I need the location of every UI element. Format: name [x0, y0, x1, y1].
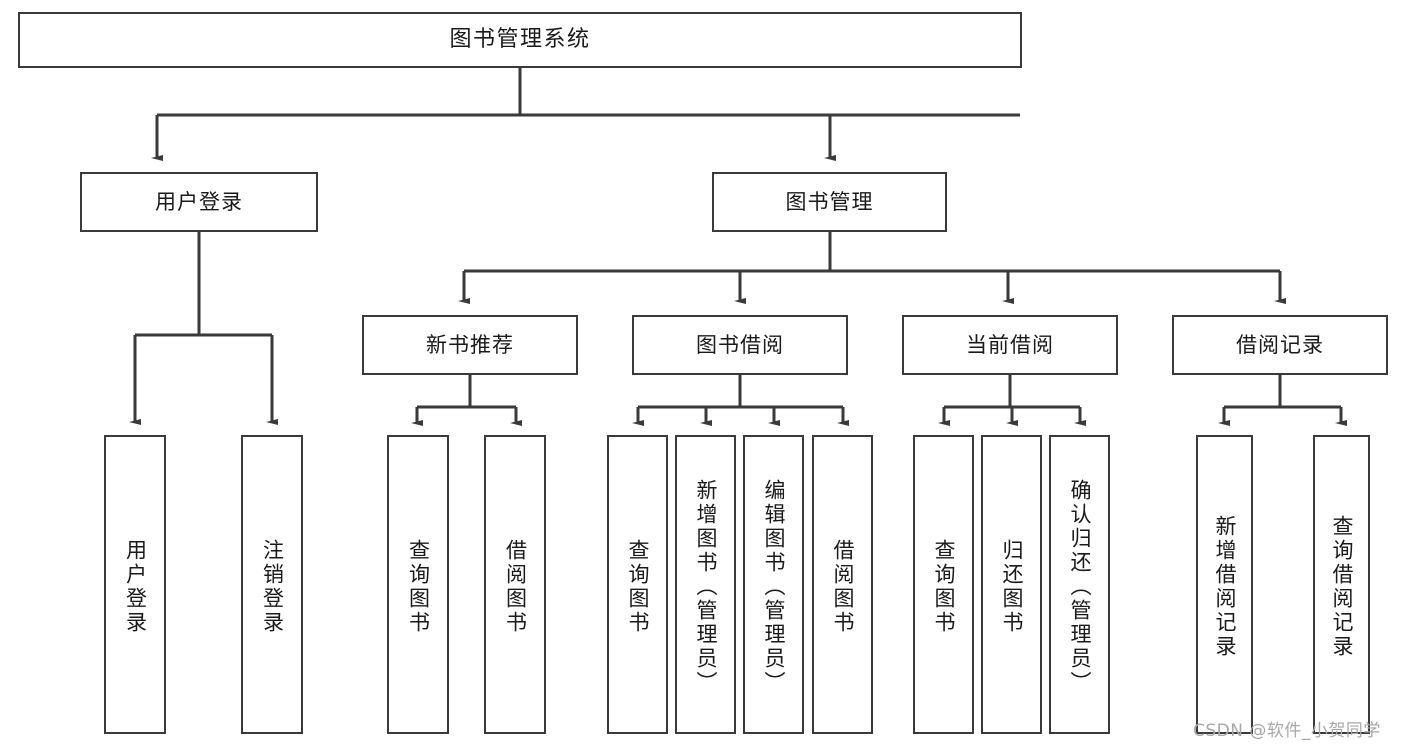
edges-borrow-record-to-leaves [1218, 375, 1347, 426]
node-new-book-recommend-label: 新书推荐 [426, 332, 514, 357]
node-leaf-borrow-book-2[interactable]: 借阅图书 [812, 435, 873, 734]
node-user-login-label: 用户登录 [155, 189, 243, 214]
node-leaf-confirm-return[interactable]: 确认归还（管理员） [1049, 435, 1110, 734]
node-borrow-record[interactable]: 借阅记录 [1172, 315, 1388, 375]
node-leaf-query-book-3-label: 查询图书 [932, 538, 956, 635]
node-leaf-user-login-label: 用户登录 [123, 538, 148, 635]
node-leaf-query-book-3[interactable]: 查询图书 [913, 435, 974, 734]
edges-current-borrow-to-leaves [938, 375, 1086, 426]
node-leaf-borrow-book-1[interactable]: 借阅图书 [484, 435, 546, 734]
node-leaf-return-book-label: 归还图书 [1000, 538, 1024, 635]
node-leaf-edit-book[interactable]: 编辑图书（管理员） [743, 435, 804, 734]
node-leaf-query-record[interactable]: 查询借阅记录 [1313, 435, 1370, 734]
node-root-system-label: 图书管理系统 [449, 27, 591, 52]
csdn-watermark: CSDN @软件_小贺同学 [1193, 721, 1381, 741]
edges-book-borrow-to-leaves [632, 375, 849, 426]
node-leaf-query-book-2-label: 查询图书 [626, 538, 650, 635]
node-leaf-edit-book-label: 编辑图书（管理员） [762, 478, 786, 695]
node-book-borrow-label: 图书借阅 [696, 332, 784, 357]
node-current-borrow[interactable]: 当前借阅 [902, 315, 1118, 375]
node-leaf-add-record[interactable]: 新增借阅记录 [1196, 435, 1253, 734]
edges-user-login-to-leaves [129, 232, 278, 425]
node-leaf-query-book-1-label: 查询图书 [406, 538, 431, 635]
node-root-system[interactable]: 图书管理系统 [18, 12, 1022, 68]
node-leaf-add-book[interactable]: 新增图书（管理员） [675, 435, 736, 734]
node-leaf-logout-label: 注销登录 [260, 538, 285, 635]
node-leaf-user-login[interactable]: 用户登录 [104, 435, 166, 734]
edges-new-book-recommend-to-leaves [411, 375, 522, 426]
node-leaf-query-book-2[interactable]: 查询图书 [607, 435, 668, 734]
node-leaf-query-book-1[interactable]: 查询图书 [387, 435, 449, 734]
node-leaf-borrow-book-1-label: 借阅图书 [503, 538, 528, 635]
node-current-borrow-label: 当前借阅 [966, 332, 1054, 357]
node-borrow-record-label: 借阅记录 [1236, 332, 1324, 357]
node-leaf-add-book-label: 新增图书（管理员） [694, 478, 718, 695]
node-new-book-recommend[interactable]: 新书推荐 [362, 315, 578, 375]
node-leaf-logout[interactable]: 注销登录 [241, 435, 303, 734]
node-leaf-add-record-label: 新增借阅记录 [1213, 514, 1237, 659]
node-leaf-return-book[interactable]: 归还图书 [981, 435, 1042, 734]
node-user-login[interactable]: 用户登录 [80, 172, 318, 232]
node-book-management[interactable]: 图书管理 [712, 172, 947, 232]
edges-root-to-level2 [151, 68, 1020, 161]
node-book-management-label: 图书管理 [785, 189, 874, 214]
node-leaf-query-record-label: 查询借阅记录 [1330, 514, 1354, 659]
node-leaf-borrow-book-2-label: 借阅图书 [831, 538, 855, 635]
node-book-borrow[interactable]: 图书借阅 [632, 315, 848, 375]
node-leaf-confirm-return-label: 确认归还（管理员） [1068, 478, 1092, 695]
edges-book-management-to-level3 [458, 232, 1286, 304]
